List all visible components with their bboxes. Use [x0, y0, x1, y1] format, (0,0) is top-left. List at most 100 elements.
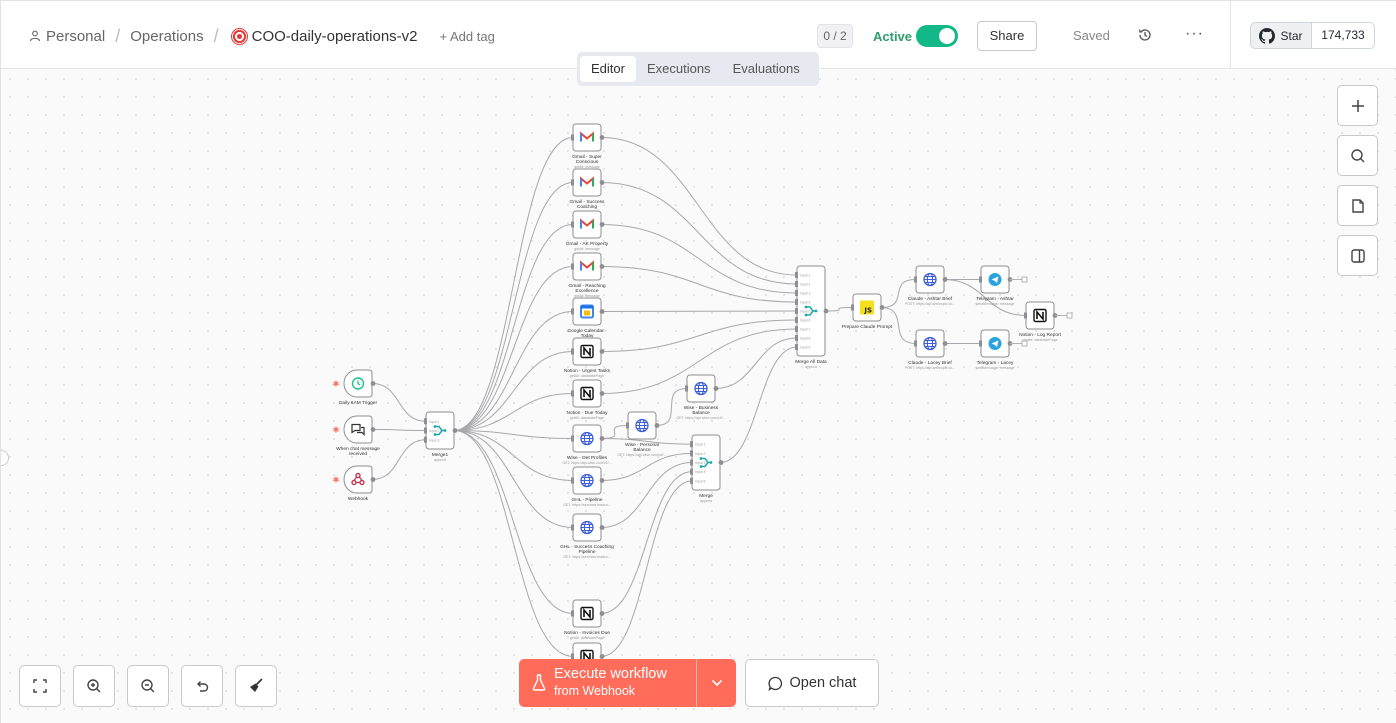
input-port[interactable] [690, 468, 693, 475]
add-node-button[interactable] [1337, 85, 1378, 126]
input-port[interactable] [571, 348, 574, 355]
open-chat-button[interactable]: Open chat [745, 659, 879, 707]
zoom-out-button[interactable] [127, 665, 169, 707]
output-port[interactable] [599, 222, 605, 227]
input-port[interactable] [690, 441, 693, 448]
output-port[interactable] [599, 478, 605, 483]
input-port[interactable] [424, 436, 427, 443]
input-port[interactable] [690, 450, 693, 457]
output-port[interactable] [599, 525, 605, 530]
node-box[interactable] [343, 415, 373, 444]
output-port[interactable] [942, 341, 948, 346]
output-port[interactable] [370, 381, 376, 386]
search-nodes-button[interactable] [1337, 135, 1378, 176]
tab-executions[interactable]: Executions [646, 61, 711, 76]
input-port[interactable] [424, 427, 427, 434]
input-port[interactable] [571, 477, 574, 484]
output-port[interactable] [599, 391, 605, 396]
input-port[interactable] [571, 179, 574, 186]
input-port[interactable] [795, 317, 798, 323]
add-node-handle[interactable] [1021, 340, 1028, 347]
input-port[interactable] [424, 418, 427, 425]
output-port[interactable] [654, 423, 660, 428]
input-port[interactable] [979, 340, 982, 347]
output-port[interactable] [599, 654, 605, 659]
output-port[interactable] [599, 180, 605, 185]
input-port[interactable] [795, 299, 798, 305]
input-port[interactable] [571, 653, 574, 660]
more-options-icon[interactable]: ··· [1185, 25, 1204, 42]
input-port[interactable] [690, 477, 693, 484]
output-port[interactable] [599, 264, 605, 269]
zoom-in-button[interactable] [73, 665, 115, 707]
input-port[interactable] [571, 134, 574, 141]
output-port[interactable] [599, 436, 605, 441]
output-port[interactable] [599, 309, 605, 314]
input-port[interactable] [571, 390, 574, 397]
add-node-handle[interactable] [1021, 276, 1028, 283]
input-port[interactable] [795, 272, 798, 278]
output-port[interactable] [942, 277, 948, 282]
input-port[interactable] [571, 524, 574, 531]
breadcrumb-operations[interactable]: Operations [130, 27, 204, 45]
reset-zoom-button[interactable] [181, 665, 223, 707]
output-port[interactable] [599, 611, 605, 616]
share-button[interactable]: Share [977, 21, 1037, 51]
tab-evaluations[interactable]: Evaluations [732, 61, 800, 76]
tidy-up-button[interactable] [235, 665, 277, 707]
output-port[interactable] [370, 427, 376, 432]
workflow-node-trigger-webhook[interactable]: ✱Webhook [333, 465, 376, 502]
node-box[interactable] [343, 465, 373, 494]
input-port[interactable] [795, 335, 798, 341]
input-port[interactable] [571, 308, 574, 315]
output-port[interactable] [599, 349, 605, 354]
output-port[interactable] [718, 460, 724, 465]
input-port[interactable] [914, 340, 917, 347]
tab-editor[interactable]: Editor [580, 56, 636, 82]
input-port[interactable] [690, 459, 693, 466]
input-port[interactable] [571, 610, 574, 617]
add-node-handle[interactable] [1066, 312, 1073, 319]
output-port[interactable] [823, 308, 829, 314]
execute-workflow-button[interactable]: Execute workflow from Webhook [519, 659, 696, 707]
input-port[interactable] [851, 304, 854, 311]
execute-dropdown-button[interactable] [696, 659, 736, 707]
input-port[interactable] [914, 276, 917, 283]
workflow-name[interactable]: COO-daily-operations-v2 [251, 27, 418, 45]
input-port[interactable] [795, 281, 798, 287]
input-port[interactable] [795, 344, 798, 350]
output-port[interactable] [452, 428, 458, 433]
input-port[interactable] [795, 326, 798, 332]
input-port[interactable] [571, 221, 574, 228]
output-port[interactable] [879, 305, 885, 310]
github-star-count[interactable]: 174,733 [1312, 22, 1375, 49]
input-port[interactable] [571, 263, 574, 270]
input-port[interactable] [626, 422, 629, 429]
fit-view-button[interactable] [19, 665, 61, 707]
workflow-node-trigger-daily[interactable]: ✱Daily 6AM Trigger [333, 369, 378, 406]
input-port[interactable] [979, 276, 982, 283]
input-port[interactable] [795, 290, 798, 296]
input-port[interactable] [1024, 312, 1027, 319]
output-port[interactable] [713, 386, 719, 391]
github-star-button[interactable]: Star [1250, 22, 1312, 49]
